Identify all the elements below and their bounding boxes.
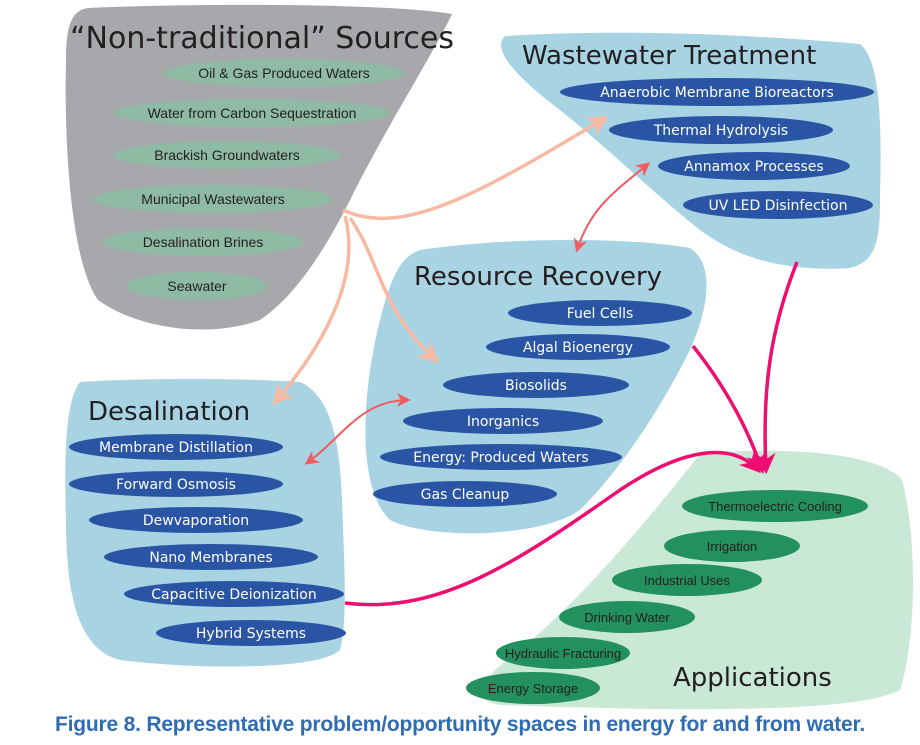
item-label: Irrigation — [707, 539, 758, 554]
item-label: Biosolids — [505, 378, 567, 394]
item-label: Energy Storage — [488, 681, 578, 696]
item-label: Annamox Processes — [684, 159, 823, 175]
item-label: Thermoelectric Cooling — [708, 499, 842, 514]
item-label: Gas Cleanup — [421, 487, 510, 503]
item-pill — [496, 637, 630, 669]
resource-recovery-title: Resource Recovery — [414, 262, 662, 292]
sources-item: Seawater — [127, 272, 267, 300]
arrow-sources-to-resource-recovery — [348, 216, 440, 363]
item-label: Hybrid Systems — [196, 626, 306, 642]
desalination-item: Capacitive Deionization — [124, 581, 344, 607]
item-label: Desalination Brines — [143, 234, 264, 250]
item-pill — [124, 581, 344, 607]
item-pill — [104, 544, 318, 570]
item-pill — [683, 191, 873, 219]
item-label: Energy: Produced Waters — [413, 450, 588, 466]
item-label: Anaerobic Membrane Bioreactors — [600, 85, 834, 101]
resource-recovery-item: Biosolids — [443, 372, 629, 398]
item-pill — [69, 471, 283, 497]
item-pill — [164, 59, 404, 87]
item-label: Oil & Gas Produced Waters — [198, 65, 369, 81]
arrow-sources-to-wastewater — [342, 115, 609, 221]
arrow-sources-to-desalination — [272, 215, 351, 406]
item-pill — [69, 434, 283, 460]
resource-recovery-item: Energy: Produced Waters — [380, 444, 622, 470]
wastewater-item: Anaerobic Membrane Bioreactors — [560, 78, 874, 106]
applications-item: Drinking Water — [559, 601, 695, 633]
item-label: Dewvaporation — [143, 513, 249, 529]
wastewater-item: UV LED Disinfection — [683, 191, 873, 219]
item-pill — [373, 481, 557, 507]
desalination-title: Desalination — [88, 397, 250, 427]
item-pill — [658, 152, 850, 180]
applications-item: Thermoelectric Cooling — [682, 490, 868, 522]
item-pill — [380, 444, 622, 470]
item-pill — [466, 672, 600, 704]
arrow-wastewater-resource-recovery — [573, 162, 651, 253]
item-label: Hydraulic Fracturing — [505, 646, 621, 661]
sources-item: Oil & Gas Produced Waters — [164, 59, 404, 87]
item-pill — [508, 300, 692, 326]
resource-recovery-item: Algal Bioenergy — [486, 334, 670, 360]
item-pill — [559, 601, 695, 633]
figure-caption: Figure 8. Representative problem/opportu… — [55, 713, 865, 736]
arrow-desalination-to-applications — [344, 450, 761, 607]
sources-item: Municipal Wastewaters — [93, 185, 333, 213]
resource-recovery-item: Inorganics — [403, 408, 603, 434]
item-pill — [664, 530, 800, 562]
item-pill — [486, 334, 670, 360]
applications-item: Irrigation — [664, 530, 800, 562]
item-label: Membrane Distillation — [99, 440, 253, 456]
item-label: Seawater — [167, 278, 226, 294]
desalination-item: Forward Osmosis — [69, 471, 283, 497]
arrow-desalination-resource-recovery — [304, 393, 411, 465]
item-label: Algal Bioenergy — [523, 340, 633, 356]
item-pill — [114, 99, 390, 127]
item-label: Municipal Wastewaters — [141, 191, 284, 207]
item-label: Industrial Uses — [644, 573, 730, 588]
item-label: Brackish Groundwaters — [154, 147, 300, 163]
item-pill — [89, 507, 303, 533]
item-label: Capacitive Deionization — [151, 587, 317, 603]
desalination-item: Dewvaporation — [89, 507, 303, 533]
wastewater-item: Thermal Hydrolysis — [609, 116, 833, 144]
item-label: Inorganics — [467, 414, 539, 430]
item-label: UV LED Disinfection — [709, 198, 848, 214]
resource-recovery-item: Fuel Cells — [508, 300, 692, 326]
applications-item: Energy Storage — [466, 672, 600, 704]
item-label: Drinking Water — [584, 610, 670, 625]
sources-item: Brackish Groundwaters — [114, 141, 340, 169]
item-pill — [560, 78, 874, 106]
item-pill — [93, 185, 333, 213]
desalination-item: Membrane Distillation — [69, 434, 283, 460]
desalination-item: Nano Membranes — [104, 544, 318, 570]
item-label: Water from Carbon Sequestration — [148, 105, 357, 121]
item-pill — [156, 620, 346, 646]
applications-item: Industrial Uses — [612, 564, 762, 596]
sources-title: “Non-traditional” Sources — [70, 21, 454, 56]
item-label: Thermal Hydrolysis — [653, 123, 788, 139]
resource-recovery-item: Gas Cleanup — [373, 481, 557, 507]
wastewater-item: Annamox Processes — [658, 152, 850, 180]
item-label: Fuel Cells — [567, 306, 634, 322]
applications-title: Applications — [673, 663, 832, 693]
item-pill — [443, 372, 629, 398]
item-pill — [403, 408, 603, 434]
item-pill — [682, 490, 868, 522]
arrow-wastewater-to-applications — [754, 261, 799, 475]
sources-item: Water from Carbon Sequestration — [114, 99, 390, 127]
applications-item: Hydraulic Fracturing — [496, 637, 630, 669]
sources-item: Desalination Brines — [103, 228, 303, 256]
item-pill — [114, 141, 340, 169]
desalination-item: Hybrid Systems — [156, 620, 346, 646]
item-label: Forward Osmosis — [116, 477, 236, 493]
item-pill — [127, 272, 267, 300]
item-pill — [103, 228, 303, 256]
item-pill — [609, 116, 833, 144]
wastewater-title: Wastewater Treatment — [522, 41, 816, 71]
item-label: Nano Membranes — [149, 550, 272, 566]
item-pill — [612, 564, 762, 596]
